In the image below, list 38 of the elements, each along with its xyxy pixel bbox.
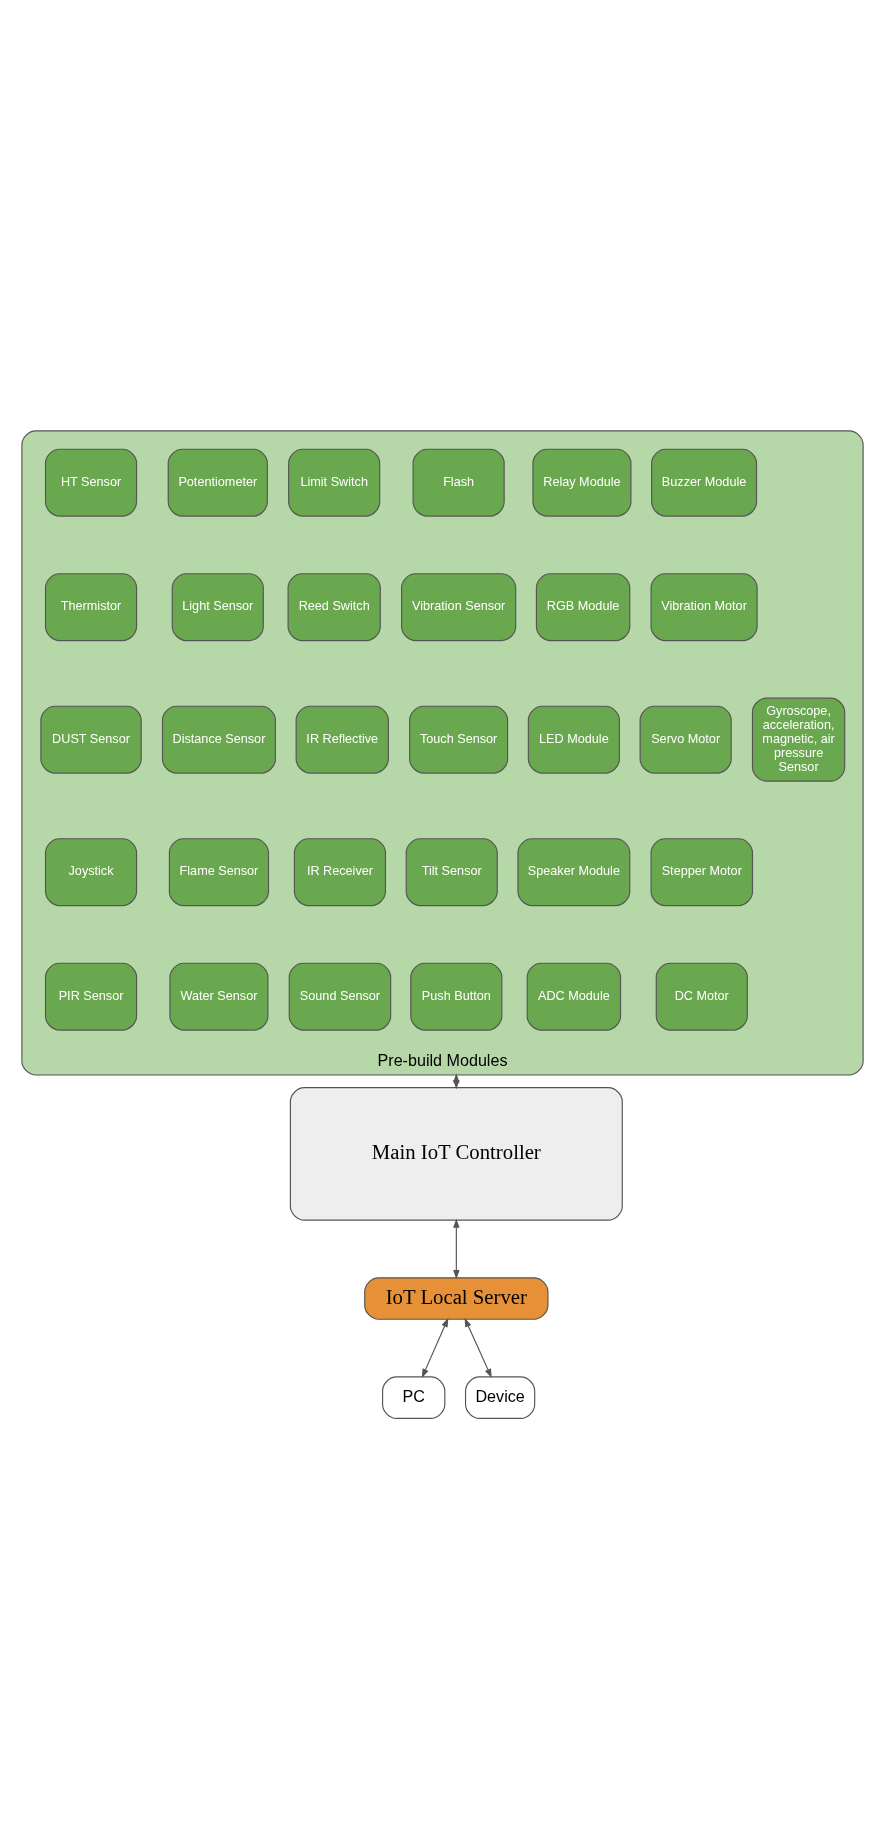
node-box: Reed Switch <box>287 573 381 642</box>
node-box: Main IoT Controller <box>289 1087 623 1221</box>
node-box: IR Reflective <box>295 705 389 774</box>
node-box: Stepper Motor <box>650 838 754 907</box>
node-box: Vibration Sensor <box>401 573 517 642</box>
node-box: Sound Sensor <box>288 962 392 1031</box>
node-box: Vibration Motor <box>650 573 758 642</box>
node-box: Servo Motor <box>639 705 732 774</box>
node-box: Thermistor <box>44 573 138 642</box>
node-box: Distance Sensor <box>161 705 276 774</box>
node-box: Touch Sensor <box>409 705 509 774</box>
node-box: LED Module <box>527 705 620 774</box>
node-box: Push Button <box>410 962 503 1031</box>
node-box: DUST Sensor <box>40 705 142 774</box>
node-box: Flame Sensor <box>168 838 270 907</box>
node-box: Flash <box>412 448 505 517</box>
node-box: Device <box>464 1376 536 1419</box>
node-box: Buzzer Module <box>651 448 758 517</box>
arrow <box>464 1317 492 1379</box>
node-box: Joystick <box>44 838 138 907</box>
node-box: Potentiometer <box>167 448 268 517</box>
node-box: Speaker Module <box>517 838 631 907</box>
node-box: Tilt Sensor <box>405 838 498 907</box>
node-box: IR Receiver <box>293 838 387 907</box>
node-box: Gyroscope, acceleration, magnetic, air pressure Sensor <box>751 697 846 782</box>
arrow <box>453 1218 460 1280</box>
node-box: ADC Module <box>526 962 622 1031</box>
node-box: HT Sensor <box>44 448 138 517</box>
node-box: PC <box>382 1376 446 1419</box>
node-box: Light Sensor <box>171 573 264 642</box>
node-box: Relay Module <box>532 448 632 517</box>
node-box: DC Motor <box>655 962 748 1031</box>
arrow <box>421 1317 449 1379</box>
node-box: Limit Switch <box>288 448 381 517</box>
node-box: RGB Module <box>535 573 631 642</box>
node-box: PIR Sensor <box>44 962 138 1031</box>
node-box: Water Sensor <box>169 962 269 1031</box>
node-box: IoT Local Server <box>364 1277 549 1320</box>
